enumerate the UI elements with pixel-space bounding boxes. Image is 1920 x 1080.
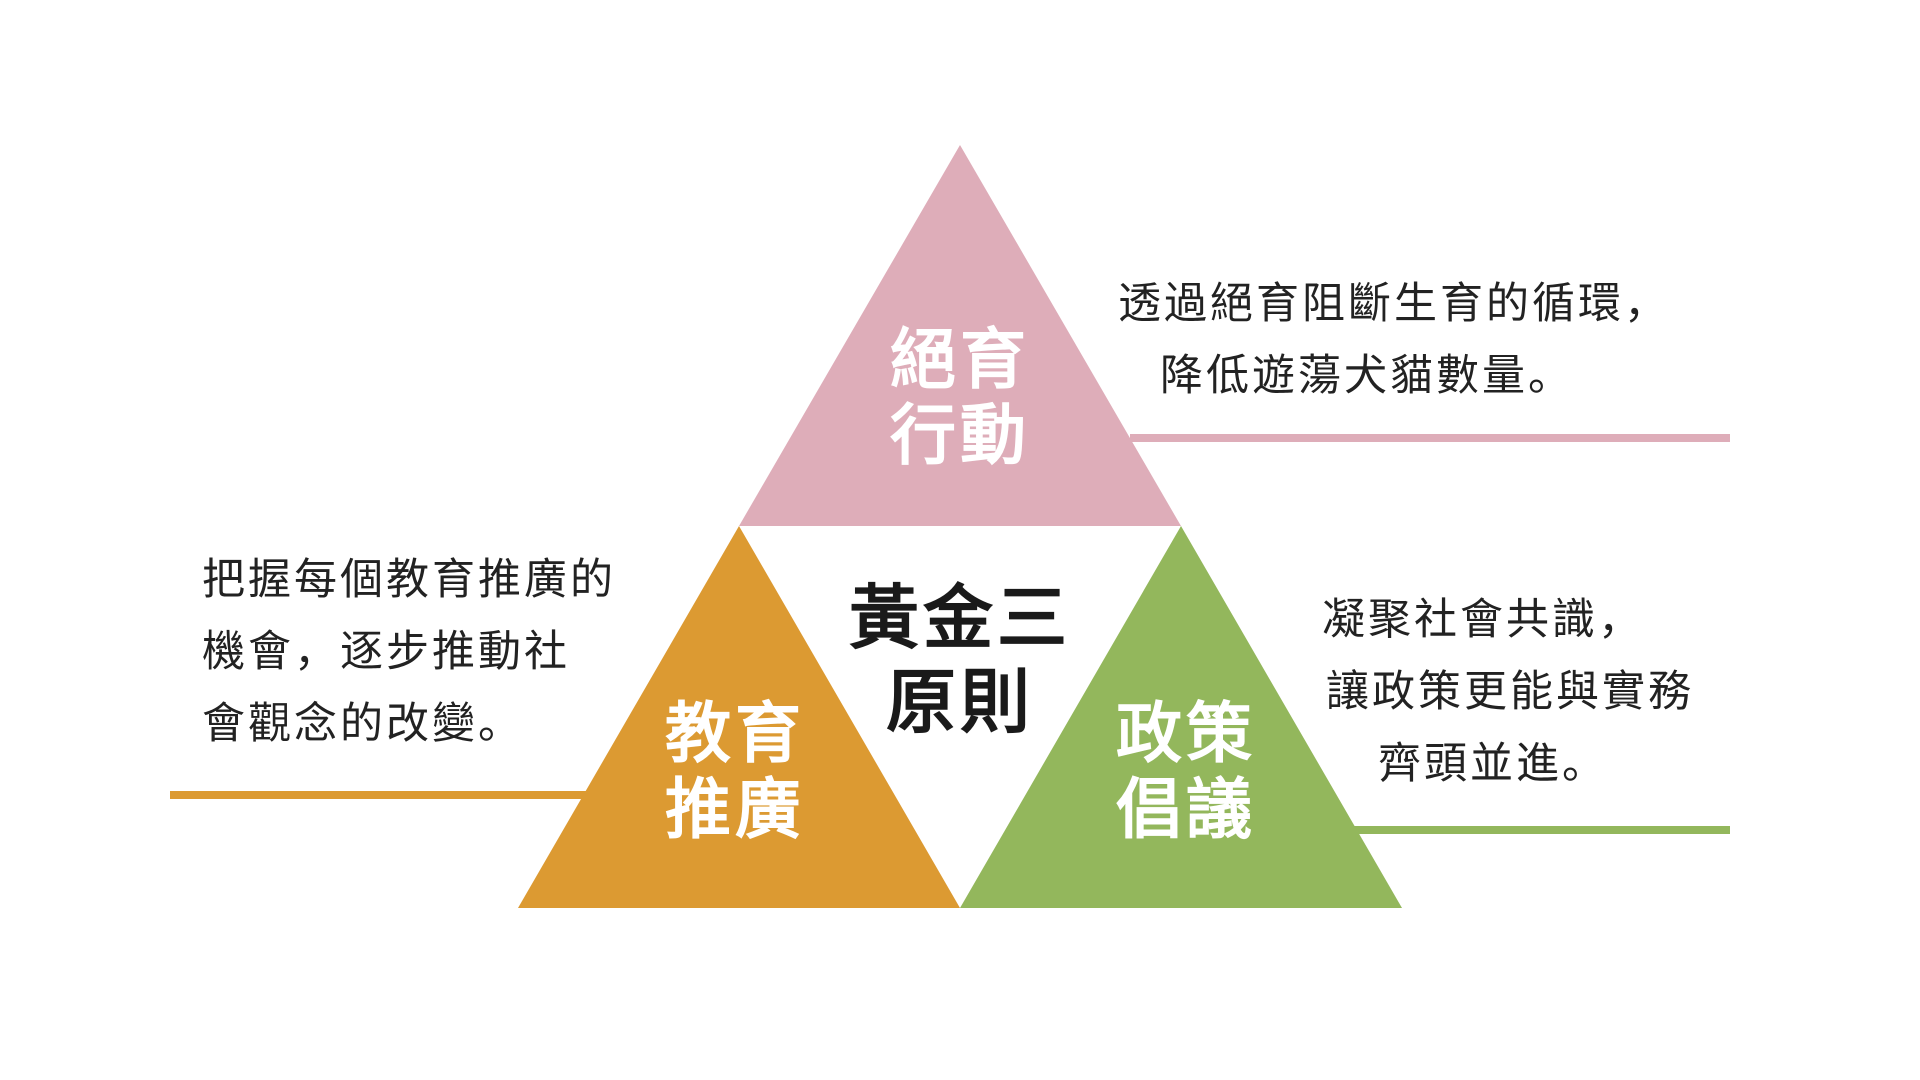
sterilization-label-line1: 絕育 [890,321,1030,398]
education-desc-line1: 把握每個教育推廣的 [202,555,616,605]
sterilization-desc-line1: 透過絕育阻斷生育的循環， [1118,279,1670,329]
policy-label: 政策 倡議 [1106,696,1266,848]
education-triangle [518,526,960,908]
policy-label-line2: 倡議 [1116,771,1256,848]
sterilization-label-line2: 行動 [890,397,1030,474]
sterilization-triangle [739,145,1181,526]
education-label-line1: 教育 [665,695,805,772]
education-label-line2: 推廣 [665,771,805,848]
center-title-line1: 黃金三 [849,577,1071,659]
education-desc-line3: 會觀念的改變。 [202,699,524,749]
policy-description: 凝聚社會共識， 讓政策更能與實務 齊頭並進。 [1322,584,1694,800]
center-title-line2: 原則 [886,661,1034,743]
policy-desc-line3: 齊頭並進。 [1378,739,1608,789]
policy-label-line1: 政策 [1116,695,1256,772]
policy-triangle [960,526,1402,908]
education-desc-line2: 機會，逐步推動社 [202,627,570,677]
policy-desc-line2: 讓政策更能與實務 [1326,667,1694,717]
policy-desc-line1: 凝聚社會共識， [1322,595,1644,645]
education-label: 教育 推廣 [655,696,815,848]
sterilization-description: 透過絕育阻斷生育的循環， 降低遊蕩犬貓數量。 [1118,268,1670,412]
sterilization-desc-line2: 降低遊蕩犬貓數量。 [1160,351,1574,401]
sterilization-label: 絕育 行動 [880,322,1040,474]
center-title: 黃金三 原則 [830,576,1090,744]
education-description: 把握每個教育推廣的 機會，逐步推動社 會觀念的改變。 [202,544,616,760]
